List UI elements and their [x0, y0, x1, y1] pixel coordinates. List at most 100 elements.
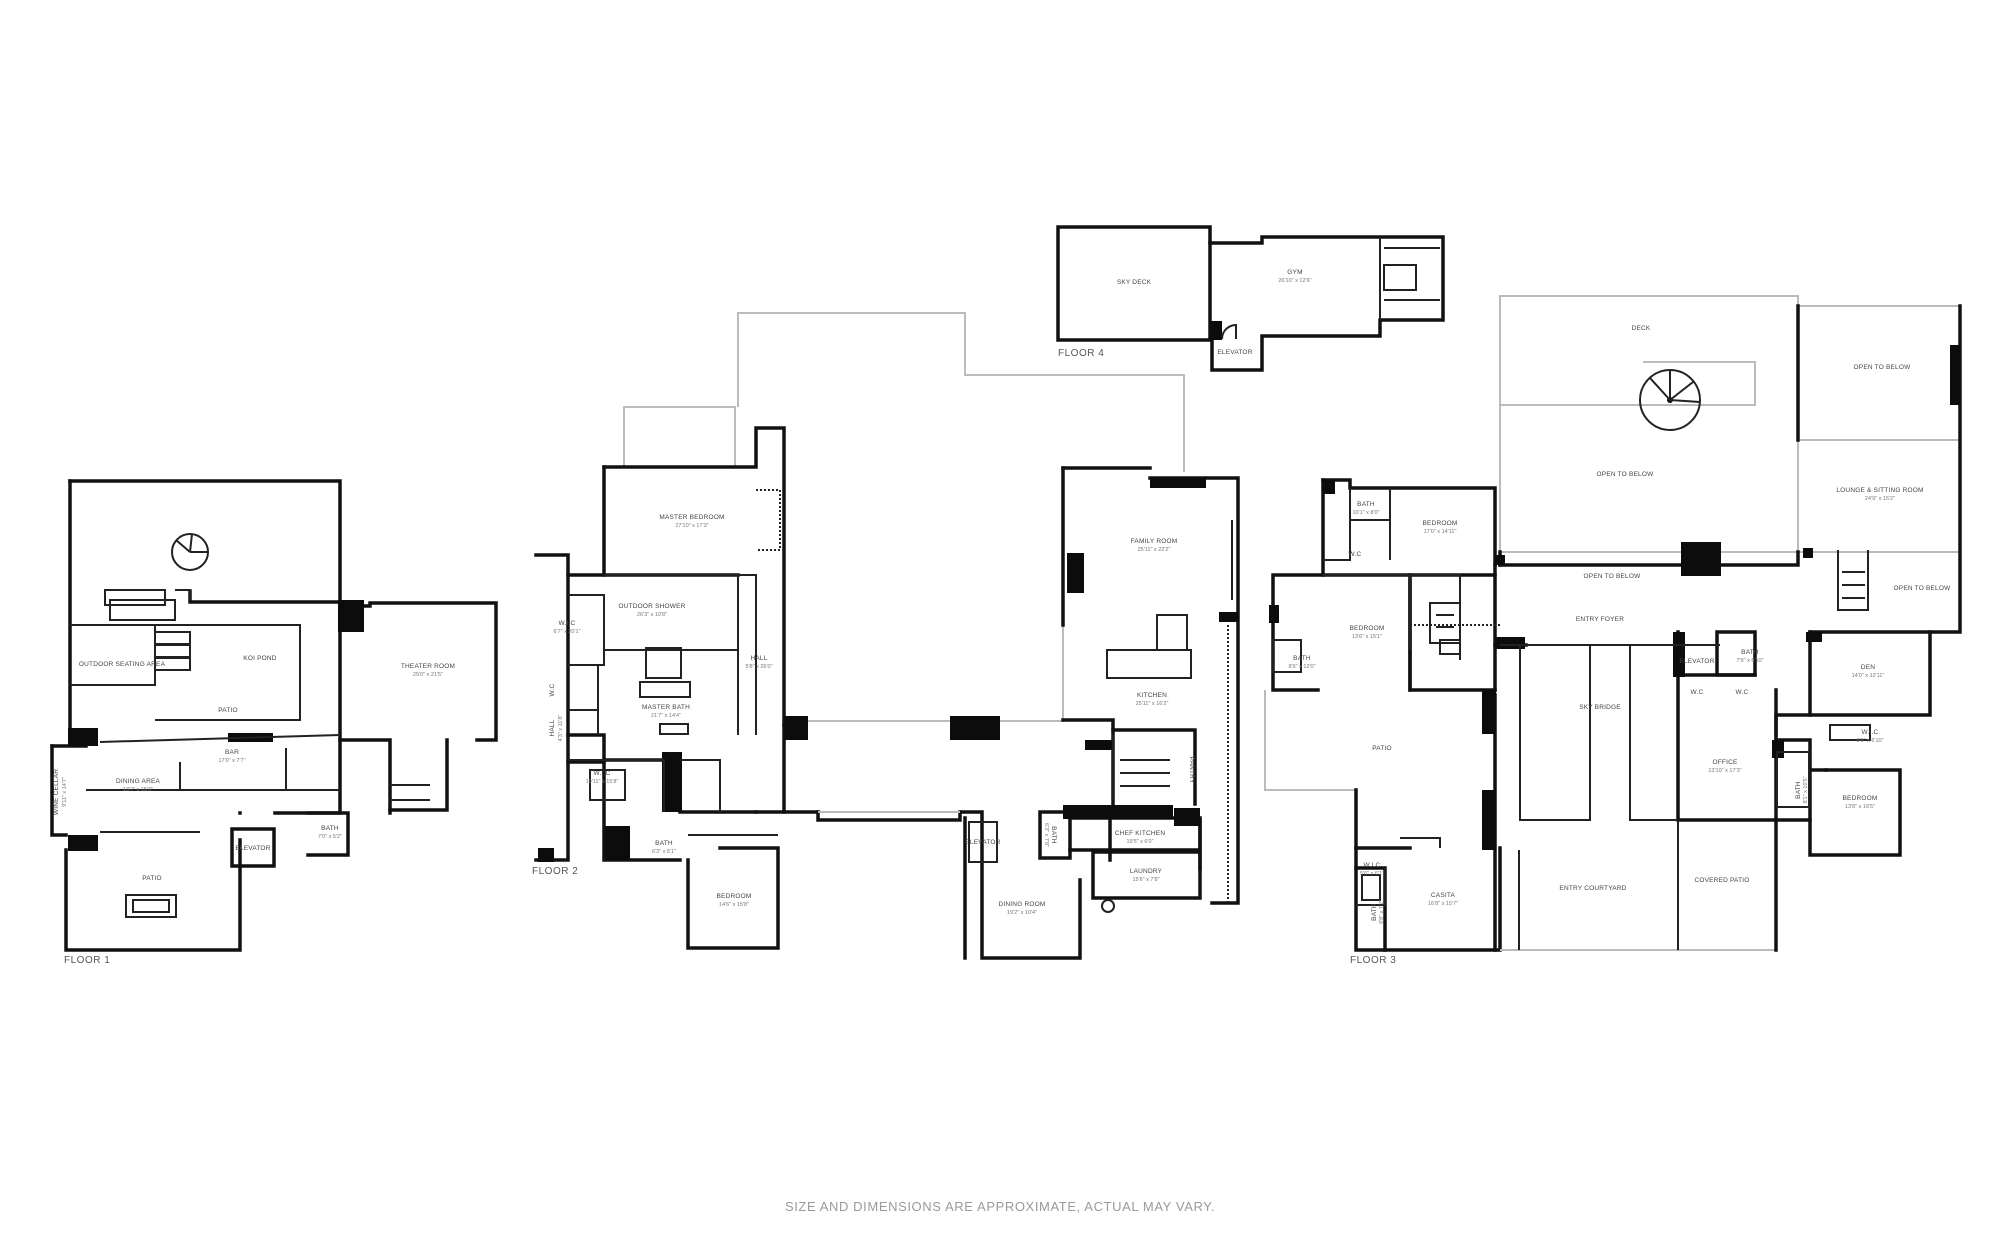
floor-1-theater-room-dims: 25'0" x 21'5"	[413, 672, 443, 678]
floor-3-bath-office-label: BATH	[1795, 781, 1802, 799]
floor-1-wine-cellar-label: WINE CELLAR	[53, 769, 60, 815]
floor-3-bedroom-right-label: BEDROOM	[1843, 795, 1878, 802]
floor-3-den-label: DEN	[1861, 664, 1875, 671]
floor-2-bedroom-dims: 14'6" x 15'8"	[719, 902, 749, 908]
floor-3-wic-right-dims: 8'6" x 6'10"	[1856, 738, 1883, 744]
floor-4-elevator-label: ELEVATOR	[1217, 349, 1252, 356]
floor-3-bath-top-label: BATH	[1357, 501, 1375, 508]
floor-4-gym-label: GYM	[1287, 269, 1302, 276]
floor-3-bedroom-top-dims: 17'0" x 14'11"	[1424, 529, 1457, 535]
floor-3-entry-courtyard-label: ENTRY COURTYARD	[1559, 885, 1626, 892]
floor-2-kitchen-dims: 25'11" x 16'2"	[1136, 701, 1169, 707]
floor-2-bedroom-label: BEDROOM	[717, 893, 752, 900]
floor-3-bedroom-right-dims: 13'8" x 16'5"	[1845, 804, 1875, 810]
floor-3-lounge-dims: 24'9" x 15'2"	[1865, 496, 1895, 502]
floor-3-bedroom-top-label: BEDROOM	[1423, 520, 1458, 527]
floor-2-hall-right-label: HALL	[750, 655, 767, 662]
floor-3-plan: DECK OPEN TO BELOW OPEN TO BELOW LOUNGE …	[1264, 295, 1962, 966]
floor-2-dining-room-label: DINING ROOM	[999, 901, 1046, 908]
floor-3-bath-right-dims: 7'9" x 6'10"	[1736, 658, 1763, 664]
floor-3-casita-dims: 16'8" x 15'7"	[1428, 901, 1458, 907]
floor-3-bedroom-mid-label: BEDROOM	[1350, 625, 1385, 632]
floor-2-elevator-label: ELEVATOR	[965, 839, 1000, 846]
floor-1-walls	[50, 479, 498, 952]
floor-3-office-label: OFFICE	[1712, 759, 1737, 766]
floor-1-interior	[70, 533, 430, 918]
floor-1-dining-area-dims: 13'7" x 15'3"	[123, 787, 153, 793]
floor-1-bath-dims: 7'0" x 5'2"	[318, 834, 342, 840]
floor-2-laundry-label: LAUNDRY	[1130, 868, 1163, 875]
floor-2-pantry-label: PANTRY	[1188, 757, 1195, 784]
floor-3-casita-label: CASITA	[1431, 892, 1456, 899]
floor-2-wc-label: W.C	[549, 683, 556, 696]
floor-3-sky-bridge-label: SKY BRIDGE	[1579, 704, 1621, 711]
floor-3-open-to-below-bar-label: OPEN TO BELOW	[1584, 573, 1642, 580]
floor-3-bath-mid-label: BATH	[1293, 655, 1311, 662]
floor-1-bar-dims: 17'0" x 7'7"	[218, 758, 245, 764]
floor-2-bath-label: BATH	[655, 840, 673, 847]
floor-3-deck-label: DECK	[1632, 325, 1651, 332]
floor-3-bath-right-label: BATH	[1741, 649, 1759, 656]
floor-2-bath-small-label: BATH	[1050, 826, 1057, 844]
floor-2-laundry-dims: 15'6" x 7'8"	[1132, 877, 1159, 883]
floor-3-bedroom-mid-dims: 13'6" x 15'1"	[1352, 634, 1382, 640]
floor-3-open-to-below-right-top-label: OPEN TO BELOW	[1854, 364, 1912, 371]
floor-1-wine-cellar-dims: 9'11" x 14'7"	[62, 777, 68, 807]
floor-3-office-dims: 13'10" x 17'3"	[1708, 768, 1741, 774]
floor-3-wic-casita-label: W.I.C	[1364, 862, 1381, 869]
floor-3-walls	[1264, 295, 1962, 952]
floor-2-wic-lower-label: W.I.C	[594, 770, 611, 777]
floor-1-patio-upper-label: PATIO	[218, 707, 238, 714]
floor-3-wc-a-label: W.C	[1691, 689, 1704, 696]
floor-3-label: FLOOR 3	[1350, 955, 1396, 966]
floor-2-kitchen-label: KITCHEN	[1137, 692, 1167, 699]
floor-3-patio-label: PATIO	[1372, 745, 1392, 752]
floor-2-wic-lower-dims: 19'11" x 15'8"	[586, 779, 619, 785]
floor-2-interior	[568, 489, 1233, 913]
floor-4-label: FLOOR 4	[1058, 348, 1104, 359]
floor-2-bath-dims: 6'3" x 5'1"	[652, 849, 676, 855]
floor-2-dining-room-dims: 19'2" x 10'4"	[1007, 910, 1037, 916]
floor-1-outdoor-seating-label: OUTDOOR SEATING AREA	[79, 661, 166, 668]
floor-3-covered-patio-label: COVERED PATIO	[1694, 877, 1749, 884]
floor-2-plan: MASTER BEDROOM 27'10" x 17'3" OUTDOOR SH…	[532, 312, 1240, 960]
floor-1-bath-label: BATH	[321, 825, 339, 832]
floor-2-hall-left-label: HALL	[549, 719, 556, 736]
floor-3-wic-right-label: W.I.C	[1862, 729, 1879, 736]
floor-3-wc-b-label: W.C	[1736, 689, 1749, 696]
floor-2-master-bedroom-dims: 27'10" x 17'3"	[675, 523, 708, 529]
floor-2-wic-upper-dims: 6'7" x 20'1"	[553, 629, 580, 635]
floor-3-wic-casita-dims: 5'6" x 6'1"	[1360, 871, 1384, 877]
floor-2-master-bath-label: MASTER BATH	[642, 704, 690, 711]
floor-3-lounge-label: LOUNGE & SITTING ROOM	[1836, 487, 1923, 494]
floor-3-open-to-below-right-label: OPEN TO BELOW	[1894, 585, 1952, 592]
floor-1-bar-label: BAR	[225, 749, 239, 756]
floor-2-chef-kitchen-label: CHEF KITCHEN	[1115, 830, 1166, 837]
floor-2-label: FLOOR 2	[532, 866, 578, 877]
floor-3-den-dims: 14'0" x 12'11"	[1852, 673, 1885, 679]
floor-1-plan: KOI POND OUTDOOR SEATING AREA THEATER RO…	[50, 479, 498, 966]
floor-3-entry-foyer-label: ENTRY FOYER	[1576, 616, 1624, 623]
floor-4-gym-dims: 26'10" x 12'6"	[1278, 278, 1311, 284]
floor-3-bath-top-dims: 10'1" x 8'0"	[1352, 510, 1379, 516]
disclaimer: SIZE AND DIMENSIONS ARE APPROXIMATE, ACT…	[785, 1199, 1215, 1214]
floor-2-hall-left-dims: 4'3" x 11'8"	[558, 715, 564, 742]
floor-2-master-bath-dims: 21'7" x 14'4"	[651, 713, 681, 719]
floor-3-elevator-label: ELEVATOR	[1679, 658, 1714, 665]
floor-4-sky-deck-label: SKY DECK	[1117, 279, 1152, 286]
floor-3-bath-casita-dims: 9'8" x 7'2"	[1379, 900, 1385, 924]
floor-2-walls	[534, 312, 1240, 960]
floor-2-wic-upper-label: W.I.C	[559, 620, 576, 627]
floor-3-bath-office-dims: 8'1" x 10'5"	[1803, 776, 1809, 803]
floor-3-interior	[1272, 369, 1871, 950]
floor-1-theater-room-label: THEATER ROOM	[401, 663, 455, 670]
floor-3-open-to-below-center-label: OPEN TO BELOW	[1597, 471, 1655, 478]
floor-2-outdoor-shower-label: OUTDOOR SHOWER	[618, 603, 685, 610]
floor-1-koi-pond-label: KOI POND	[243, 655, 276, 662]
floor-2-master-bedroom-label: MASTER BEDROOM	[659, 514, 724, 521]
floor-2-hall-right-dims: 5'8" x 26'0"	[745, 664, 772, 670]
floor-2-chef-kitchen-dims: 19'5" x 6'0"	[1126, 839, 1153, 845]
floor-2-bath-small-dims: 6'3" x 7'8"	[1043, 823, 1049, 847]
floor-3-bath-casita-label: BATH	[1371, 903, 1378, 921]
